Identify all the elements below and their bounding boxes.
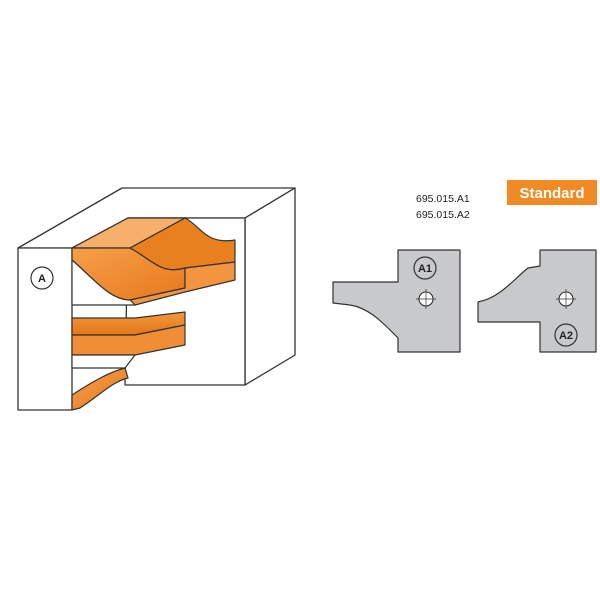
upper-profile-curve <box>129 217 236 271</box>
knife-a2-body <box>477 249 597 353</box>
knife-a2-label-circle <box>554 323 578 347</box>
upper-profile <box>71 217 236 306</box>
knife-a1-body <box>332 249 461 353</box>
middle-groove <box>71 311 186 369</box>
standard-badge: Standard <box>507 180 597 205</box>
knife-a2-label: A2 <box>559 330 573 342</box>
standard-badge-label: Standard <box>519 185 584 202</box>
lower-profile-face <box>71 367 129 411</box>
knife-a1-label: A1 <box>418 263 432 275</box>
standard-badge-bg <box>507 180 597 205</box>
knife-a1-label-circle <box>413 256 437 280</box>
knife-a2: A2 <box>477 249 597 353</box>
groove-bottom-edge <box>71 354 136 369</box>
profile-a-label: A <box>38 273 46 285</box>
lower-profile <box>71 367 129 411</box>
block-right-face <box>244 187 296 386</box>
knife-a1: A1 <box>332 249 461 353</box>
upper-profile-lip <box>129 261 236 306</box>
product-code-a2: 695.015.A2 <box>416 209 470 221</box>
profile-a-marker: A <box>30 266 54 290</box>
upper-profile-bottom <box>71 259 136 306</box>
product-code-a1: 695.015.A1 <box>416 193 470 205</box>
profile-a-circle <box>30 266 54 290</box>
